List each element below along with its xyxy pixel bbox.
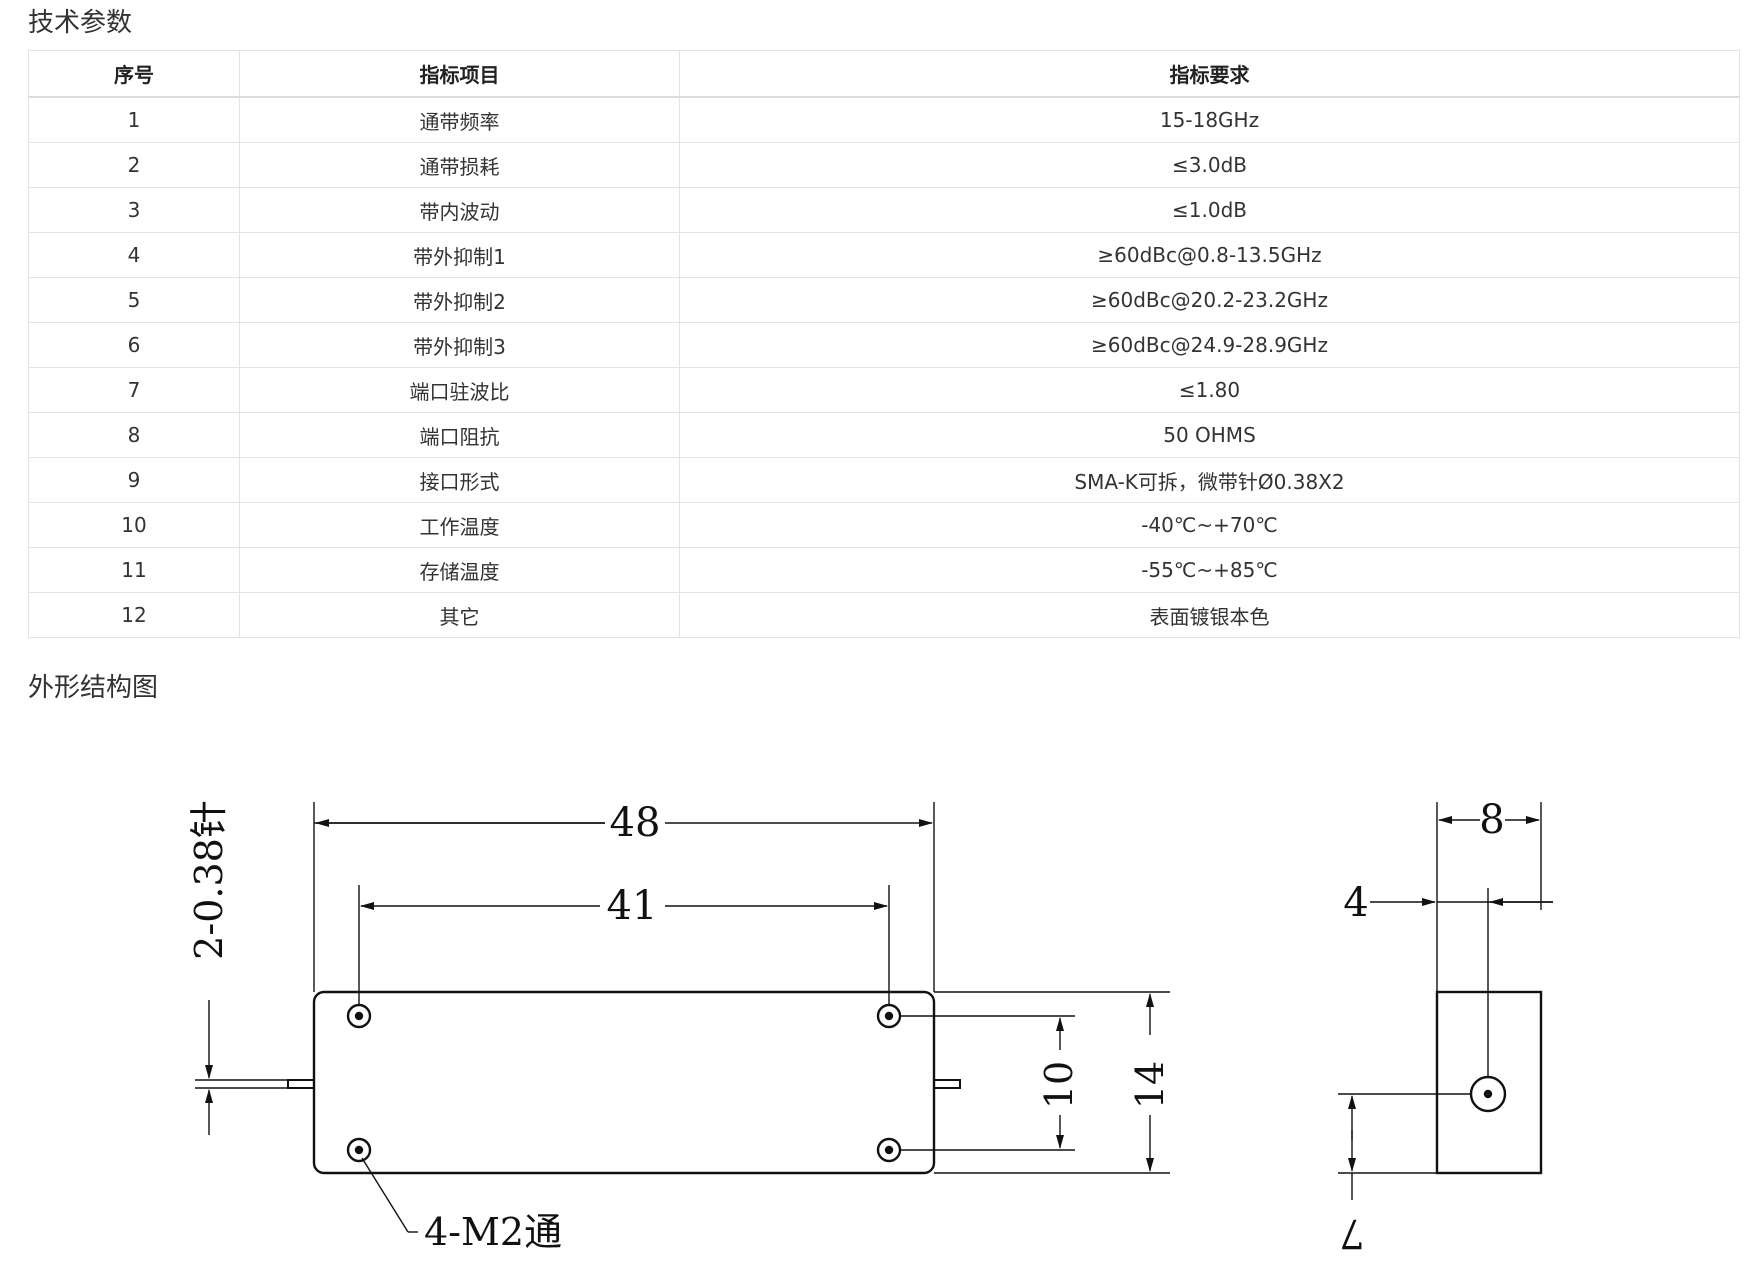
row-index: 11 — [28, 547, 240, 593]
row-requirement: ≤1.0dB — [679, 187, 1740, 233]
row-requirement: 50 OHMS — [679, 412, 1740, 458]
row-index: 8 — [28, 412, 240, 458]
row-item: 通带损耗 — [239, 142, 680, 188]
dim-14-label: 14 — [1128, 1061, 1172, 1109]
row-index: 4 — [28, 232, 240, 278]
row-item: 通带频率 — [239, 96, 680, 143]
row-item: 端口阻抗 — [239, 412, 680, 458]
pin-right — [933, 1079, 961, 1089]
row-requirement: ≤3.0dB — [679, 142, 1740, 188]
row-item: 带外抑制2 — [239, 277, 680, 323]
row-item: 带外抑制3 — [239, 322, 680, 368]
row-requirement: -40℃~+70℃ — [679, 502, 1740, 548]
row-requirement: 15-18GHz — [679, 96, 1740, 143]
spec-section-title: 技术参数 — [28, 8, 133, 38]
row-requirement: -55℃~+85℃ — [679, 547, 1740, 593]
table-header-row: 序号 指标项目 指标要求 — [28, 50, 1740, 98]
dim-48-label: 48 — [610, 800, 661, 846]
pin-left — [287, 1079, 315, 1089]
row-index: 1 — [28, 96, 240, 143]
row-item: 带外抑制1 — [239, 232, 680, 278]
mount-hole — [346, 1137, 372, 1163]
outline-drawing: 48 41 2-0.38针 10 14 4-M2通 8 4 7 — [187, 797, 1553, 1256]
row-item: 存储温度 — [239, 547, 680, 593]
row-index: 2 — [28, 142, 240, 188]
row-requirement: ≥60dBc@0.8-13.5GHz — [679, 232, 1740, 278]
dim-8-label: 8 — [1479, 797, 1504, 843]
row-index: 3 — [28, 187, 240, 233]
row-item: 带内波动 — [239, 187, 680, 233]
row-index: 9 — [28, 457, 240, 503]
row-item: 工作温度 — [239, 502, 680, 548]
row-requirement: ≤1.80 — [679, 367, 1740, 413]
row-item: 其它 — [239, 592, 680, 638]
row-requirement: SMA-K可拆，微带针Ø0.38X2 — [679, 457, 1740, 503]
dim-10-label: 10 — [1037, 1061, 1081, 1109]
dim-41-label: 41 — [607, 883, 658, 929]
row-item: 接口形式 — [239, 457, 680, 503]
row-requirement: ≥60dBc@20.2-23.2GHz — [679, 277, 1740, 323]
dim-4-label: 4 — [1343, 880, 1368, 926]
row-index: 7 — [28, 367, 240, 413]
outline-section-title: 外形结构图 — [28, 673, 159, 703]
row-item: 端口驻波比 — [239, 367, 680, 413]
row-requirement: ≥60dBc@24.9-28.9GHz — [679, 322, 1740, 368]
mount-hole-label: 4-M2通 — [424, 1210, 562, 1254]
row-index: 6 — [28, 322, 240, 368]
row-requirement: 表面镀银本色 — [679, 592, 1740, 638]
header-index: 序号 — [28, 50, 240, 98]
row-index: 12 — [28, 592, 240, 638]
row-index: 5 — [28, 277, 240, 323]
header-requirement: 指标要求 — [679, 50, 1740, 98]
row-index: 10 — [28, 502, 240, 548]
filter-body-front — [312, 990, 936, 1175]
filter-body-side — [1435, 990, 1543, 1175]
dim-7-label: 7 — [1339, 1210, 1364, 1256]
pin-diameter-label: 2-0.38针 — [187, 800, 231, 960]
header-item: 指标项目 — [239, 50, 680, 98]
